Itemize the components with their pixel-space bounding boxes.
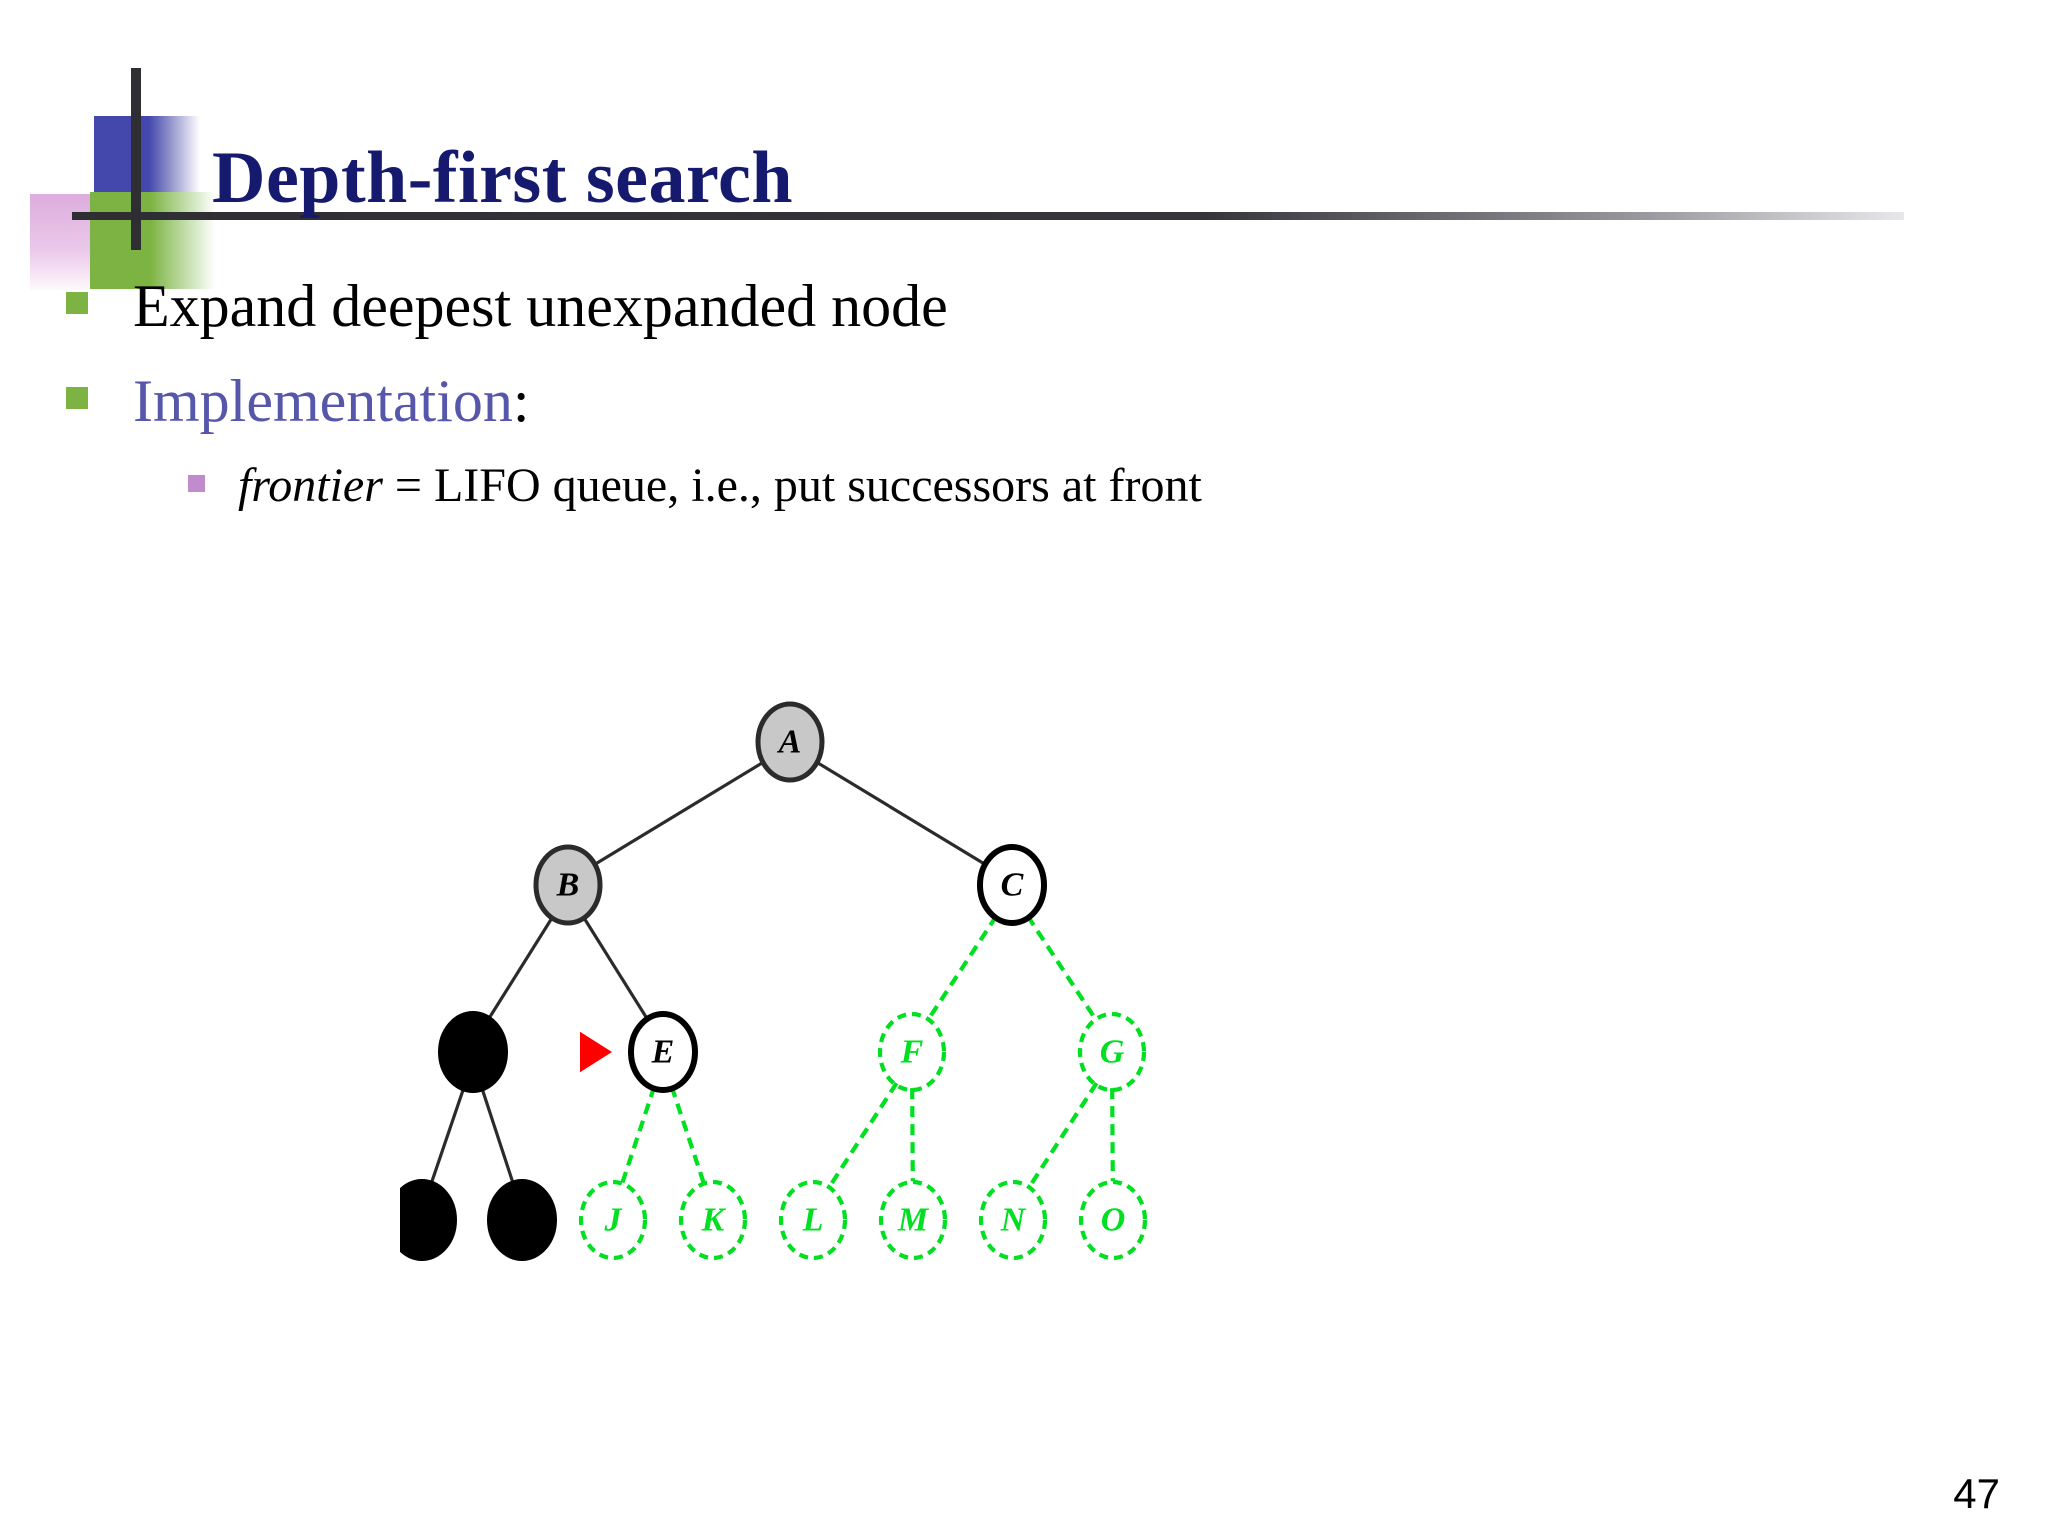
tree-edge-c-f [927, 914, 999, 1020]
page-number: 47 [1953, 1470, 2000, 1517]
orchid-square-bullet-icon [188, 475, 205, 492]
node-label: K [701, 1202, 727, 1239]
node-circle [977, 844, 1047, 926]
node-label: J [604, 1202, 623, 1239]
node-circle [978, 1179, 1048, 1261]
implementation-word: Implementation [133, 368, 513, 434]
bullet-text-level2: Implementation: [133, 367, 530, 436]
tree-node-l: L [778, 1179, 848, 1261]
node-circle [678, 1179, 748, 1261]
tree-edge-a-c [814, 760, 986, 866]
tree-edge-e-j [620, 1085, 657, 1184]
green-square-bullet-icon [66, 387, 88, 409]
tree-edge-d-i [480, 1087, 514, 1182]
node-label: A [777, 724, 802, 761]
tree-node-k: K [678, 1179, 748, 1261]
current-node-pointer-icon [580, 1031, 612, 1073]
green-square-bullet-icon [66, 292, 88, 314]
tree-edge-d-h [430, 1087, 466, 1182]
tree-edge-c-g [1025, 914, 1097, 1020]
bullet-text-level1: Expand deepest unexpanded node [133, 273, 948, 339]
node-label: G [1100, 1034, 1125, 1071]
bullet-item-frontier: frontier = LIFO queue, i.e., put success… [0, 458, 2048, 513]
node-label: O [1101, 1202, 1126, 1239]
node-circle [578, 1179, 648, 1261]
tree-node-e: E [628, 1011, 698, 1093]
tree-node-layer: A B C E F G J K L M N O [400, 701, 1148, 1261]
bullet-text-level3: frontier = LIFO queue, i.e., put success… [238, 458, 1202, 513]
tree-edge-f-l [827, 1081, 899, 1188]
tree-node-i [487, 1179, 557, 1261]
decor-blue-square [94, 116, 200, 216]
node-circle [628, 1011, 698, 1093]
node-circle [487, 1179, 557, 1261]
frontier-description: = LIFO queue, i.e., put successors at fr… [382, 459, 1202, 512]
node-circle [438, 1011, 508, 1093]
tree-node-j: J [578, 1179, 648, 1261]
node-label: F [900, 1034, 924, 1071]
tree-edge-g-n [1027, 1081, 1099, 1188]
bullet-item-expand-deepest: Expand deepest unexpanded node [0, 272, 2048, 341]
tree-node-m: M [878, 1179, 948, 1261]
tree-edge-b-e [581, 915, 649, 1020]
tree-node-a: A [755, 701, 825, 783]
node-label: N [1000, 1202, 1027, 1239]
bullet-list: Expand deepest unexpanded node Implement… [0, 272, 2048, 513]
tree-node-b: B [533, 844, 603, 926]
implementation-colon: : [512, 368, 530, 434]
tree-edge-layer [430, 760, 1115, 1188]
tree-node-f: F [877, 1011, 947, 1093]
tree-node-o: O [1078, 1179, 1148, 1261]
page-title: Depth-first search [212, 136, 794, 219]
tree-node-c: C [977, 844, 1047, 926]
node-label: M [897, 1202, 930, 1239]
tree-edge-g-o [1110, 1088, 1115, 1182]
node-circle [877, 1011, 947, 1093]
tree-node-h [400, 1179, 457, 1261]
node-circle [755, 701, 825, 783]
current-node-pointer-layer [580, 1031, 612, 1073]
node-circle [1078, 1179, 1148, 1261]
tree-node-g: G [1077, 1011, 1147, 1093]
node-circle [878, 1179, 948, 1261]
node-label: B [556, 867, 580, 904]
search-tree-diagram: A B C E F G J K L M N O [400, 670, 1700, 1410]
node-label: C [1001, 867, 1024, 904]
tree-edge-f-m [910, 1088, 915, 1182]
tree-edge-b-d [488, 915, 555, 1018]
node-circle [400, 1179, 457, 1261]
tree-node-n: N [978, 1179, 1048, 1261]
node-label: L [802, 1202, 824, 1239]
tree-svg-canvas: A B C E F G J K L M N O [400, 701, 1148, 1261]
node-circle [778, 1179, 848, 1261]
tree-edge-e-k [669, 1085, 706, 1184]
node-circle [533, 844, 603, 926]
decor-vertical-rule [131, 68, 141, 250]
node-circle [1077, 1011, 1147, 1093]
bullet-item-implementation: Implementation: [0, 367, 2048, 436]
tree-edge-a-b [594, 760, 766, 866]
frontier-keyword: frontier [238, 459, 383, 512]
node-label: E [651, 1034, 675, 1071]
tree-node-d [438, 1011, 508, 1093]
